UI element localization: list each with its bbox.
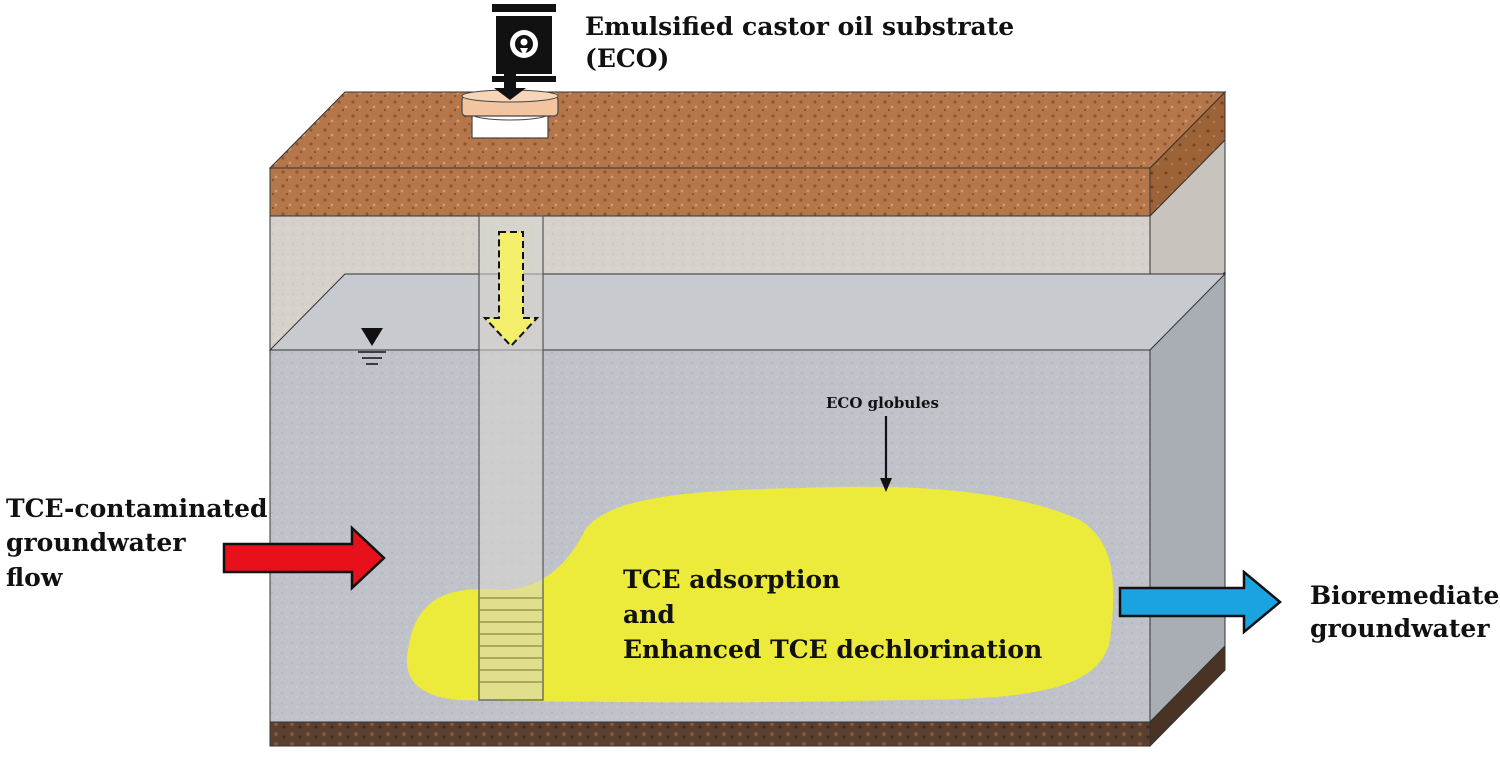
substrate-label-line1: Emulsified castor oil substrate bbox=[585, 12, 1015, 41]
outflow-label-line2: groundwater bbox=[1310, 614, 1490, 643]
water-table-icon bbox=[358, 328, 386, 365]
topsoil-layer bbox=[269, 167, 1151, 217]
well-screen bbox=[479, 597, 543, 683]
inflow-label-line1: TCE-contaminated bbox=[6, 494, 268, 523]
injection-well bbox=[478, 215, 544, 701]
injection-flow-arrow bbox=[482, 231, 540, 348]
barrel-icon bbox=[492, 4, 556, 100]
eco-plume bbox=[406, 486, 1114, 703]
topsoil-surface bbox=[268, 91, 1227, 169]
plume-label-line2: and bbox=[623, 600, 675, 629]
outflow-label-line1: Bioremediated bbox=[1310, 581, 1500, 610]
side-aquifer bbox=[1149, 270, 1226, 724]
water-table-plane bbox=[268, 273, 1227, 351]
substrate-label-line2: (ECO) bbox=[585, 44, 670, 73]
eco-globules-pointer bbox=[880, 416, 892, 492]
bedrock-layer bbox=[269, 721, 1151, 747]
outflow-arrow bbox=[1118, 569, 1282, 635]
inflow-label-line2: groundwater bbox=[6, 528, 186, 557]
inflow-label-line3: flow bbox=[6, 563, 63, 592]
inflow-arrow bbox=[222, 525, 386, 591]
wellhead-cap bbox=[461, 89, 559, 139]
plume-label-line3: Enhanced TCE dechlorination bbox=[623, 635, 1043, 664]
eco-globules-label: ECO globules bbox=[826, 394, 939, 412]
plume-label-line1: TCE adsorption bbox=[623, 565, 841, 594]
